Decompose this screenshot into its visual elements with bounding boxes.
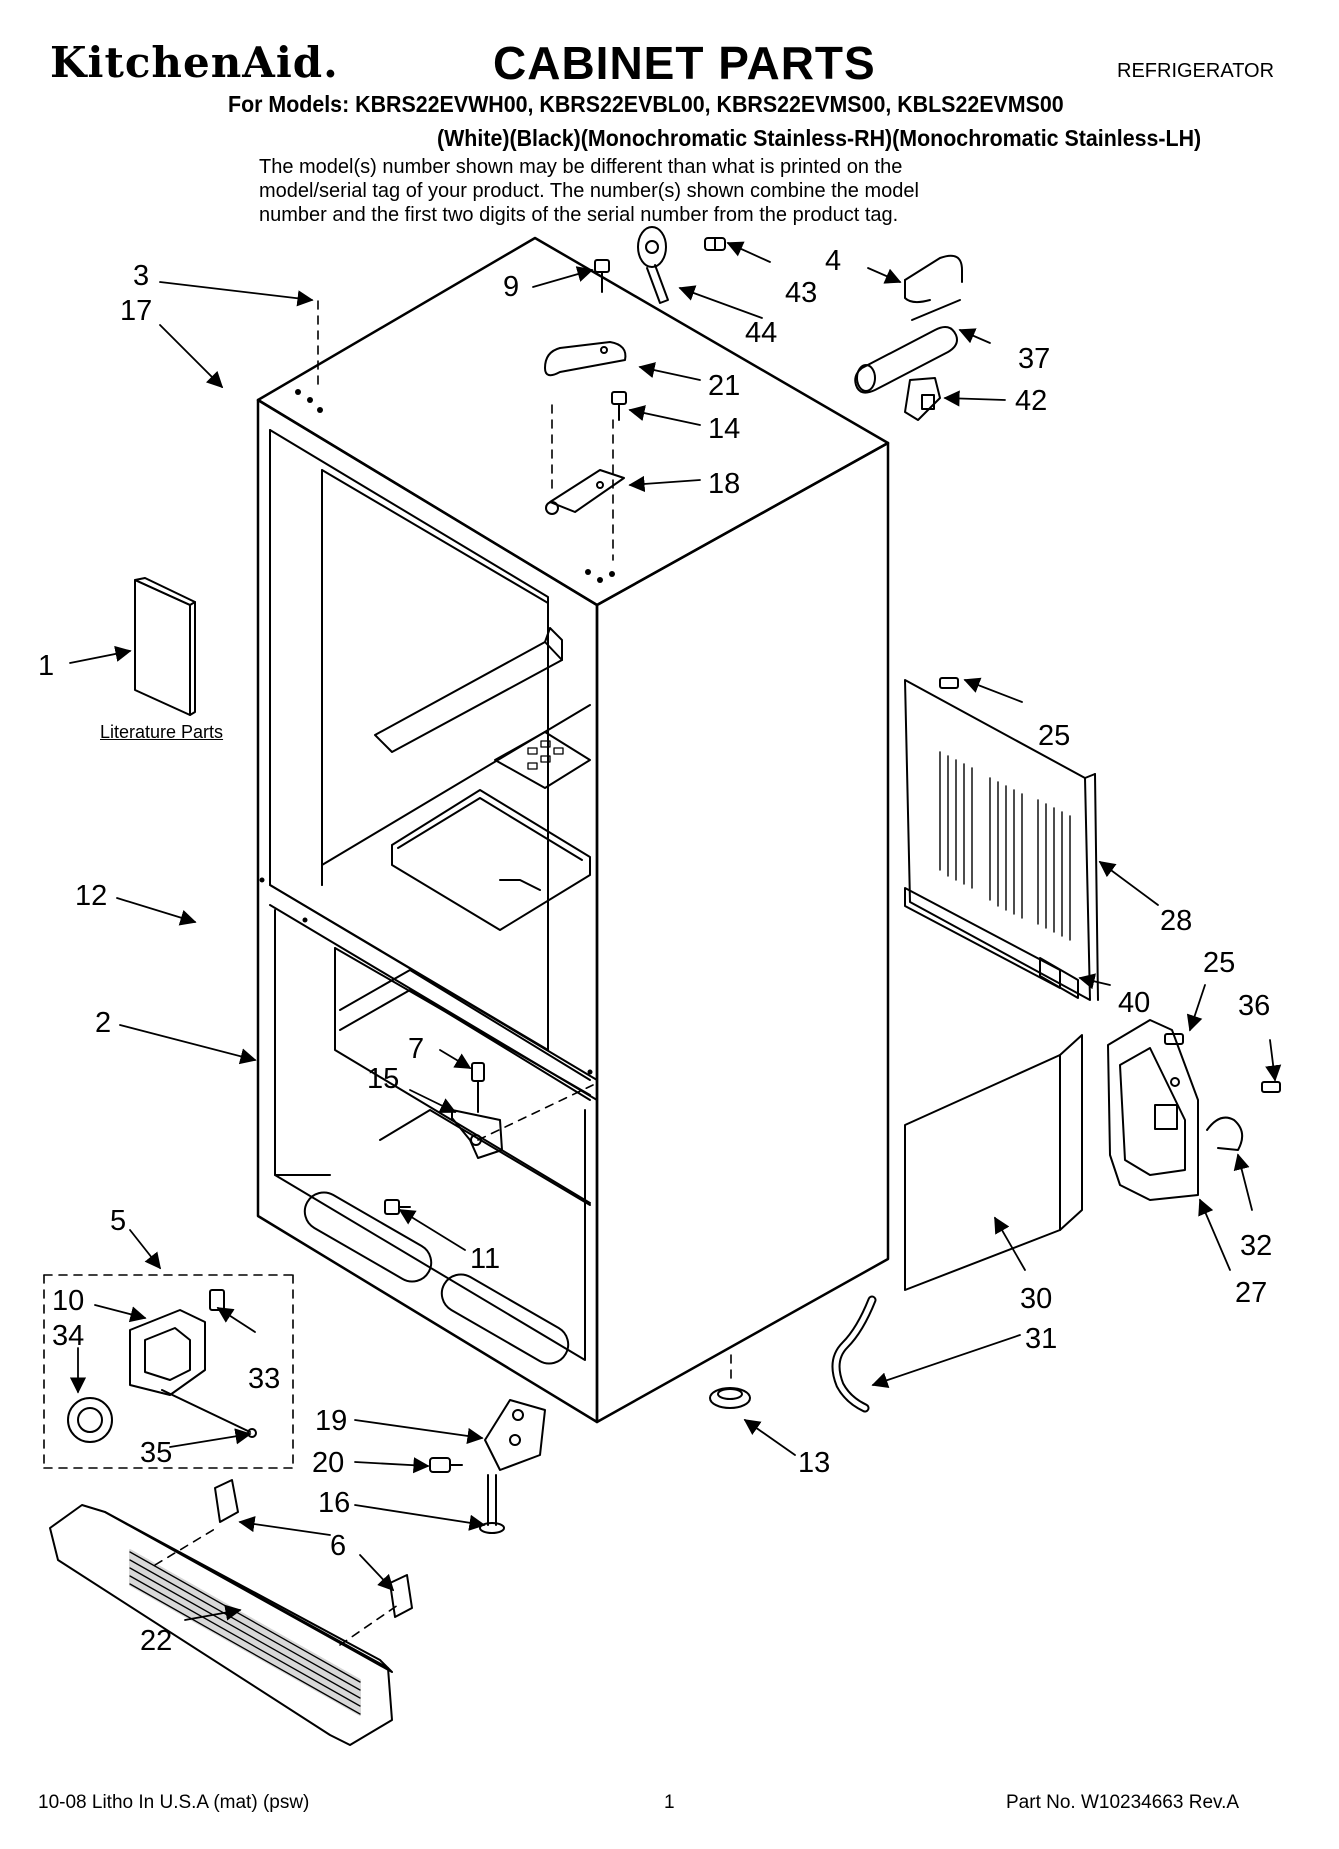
page-number: 1 [664, 1792, 675, 1813]
callout-numbers: 3 17 9 43 4 44 37 21 42 14 18 1 25 12 28… [38, 245, 1272, 1657]
callout-35: 35 [140, 1437, 172, 1469]
callout-43: 43 [785, 277, 817, 309]
callout-6: 6 [330, 1530, 346, 1562]
callout-1: 1 [38, 650, 54, 682]
callout-leaders [69, 241, 1282, 1621]
callout-31: 31 [1025, 1323, 1057, 1355]
literature-parts-label: Literature Parts [100, 722, 224, 742]
brand-logo: KitchenAid. [50, 38, 339, 87]
rear-access-panel [904, 677, 1281, 1291]
part-number: Part No. W10234663 Rev.A [1006, 1792, 1240, 1813]
callout-16: 16 [318, 1487, 350, 1519]
callout-14: 14 [708, 413, 740, 445]
roller-assembly [67, 1289, 257, 1443]
callout-3: 3 [133, 260, 149, 292]
callout-28: 28 [1160, 905, 1192, 937]
callout-32: 32 [1240, 1230, 1272, 1262]
callout-9: 9 [503, 271, 519, 303]
note-line-2: model/serial tag of your product. The nu… [259, 180, 919, 202]
callout-25b: 25 [1203, 947, 1235, 979]
model-list: For Models: KBRS22EVWH00, KBRS22EVBL00, … [228, 91, 1064, 117]
door-closer-hardware [637, 226, 963, 421]
callout-11: 11 [470, 1243, 500, 1275]
callout-17: 17 [120, 295, 152, 327]
model-variants: (White)(Black)(Monochromatic Stainless-R… [437, 125, 1202, 151]
callout-2: 2 [95, 1007, 111, 1039]
assembly-guides [43, 300, 732, 1646]
callout-33: 33 [248, 1363, 280, 1395]
callout-20: 20 [312, 1447, 344, 1479]
callout-44: 44 [745, 317, 777, 349]
product-category: REFRIGERATOR [1117, 60, 1275, 82]
callout-12: 12 [75, 880, 107, 912]
page-title: CABINET PARTS [493, 37, 876, 89]
model-number-note: The model(s) number shown may be differe… [259, 155, 919, 227]
callout-25: 25 [1038, 720, 1070, 752]
callout-4: 4 [825, 245, 841, 277]
top-hinge-assembly [544, 259, 627, 515]
callout-40: 40 [1118, 987, 1150, 1019]
note-line-3: number and the first two digits of the s… [259, 204, 899, 226]
callout-42: 42 [1015, 385, 1047, 417]
callout-22: 22 [140, 1625, 172, 1657]
leveling-leg-hardware [429, 1387, 751, 1534]
callout-27: 27 [1235, 1277, 1267, 1309]
callout-36: 36 [1238, 990, 1270, 1022]
callout-5: 5 [110, 1205, 126, 1237]
callout-37: 37 [1018, 343, 1050, 375]
lower-hinge-hardware [384, 1062, 503, 1215]
callout-18: 18 [708, 468, 740, 500]
callout-19: 19 [315, 1405, 347, 1437]
print-info: 10-08 Litho In U.S.A (mat) (psw) [38, 1792, 310, 1813]
base-grille [49, 1479, 413, 1746]
callout-7: 7 [408, 1033, 424, 1065]
note-line-1: The model(s) number shown may be differe… [259, 156, 903, 178]
callout-13: 13 [798, 1447, 830, 1479]
callout-34: 34 [52, 1320, 84, 1352]
callout-15: 15 [367, 1063, 399, 1095]
literature-booklet [134, 577, 196, 716]
callout-30: 30 [1020, 1283, 1052, 1315]
cabinet-shell [256, 236, 890, 1424]
callout-10: 10 [52, 1285, 84, 1317]
callout-21: 21 [708, 370, 740, 402]
